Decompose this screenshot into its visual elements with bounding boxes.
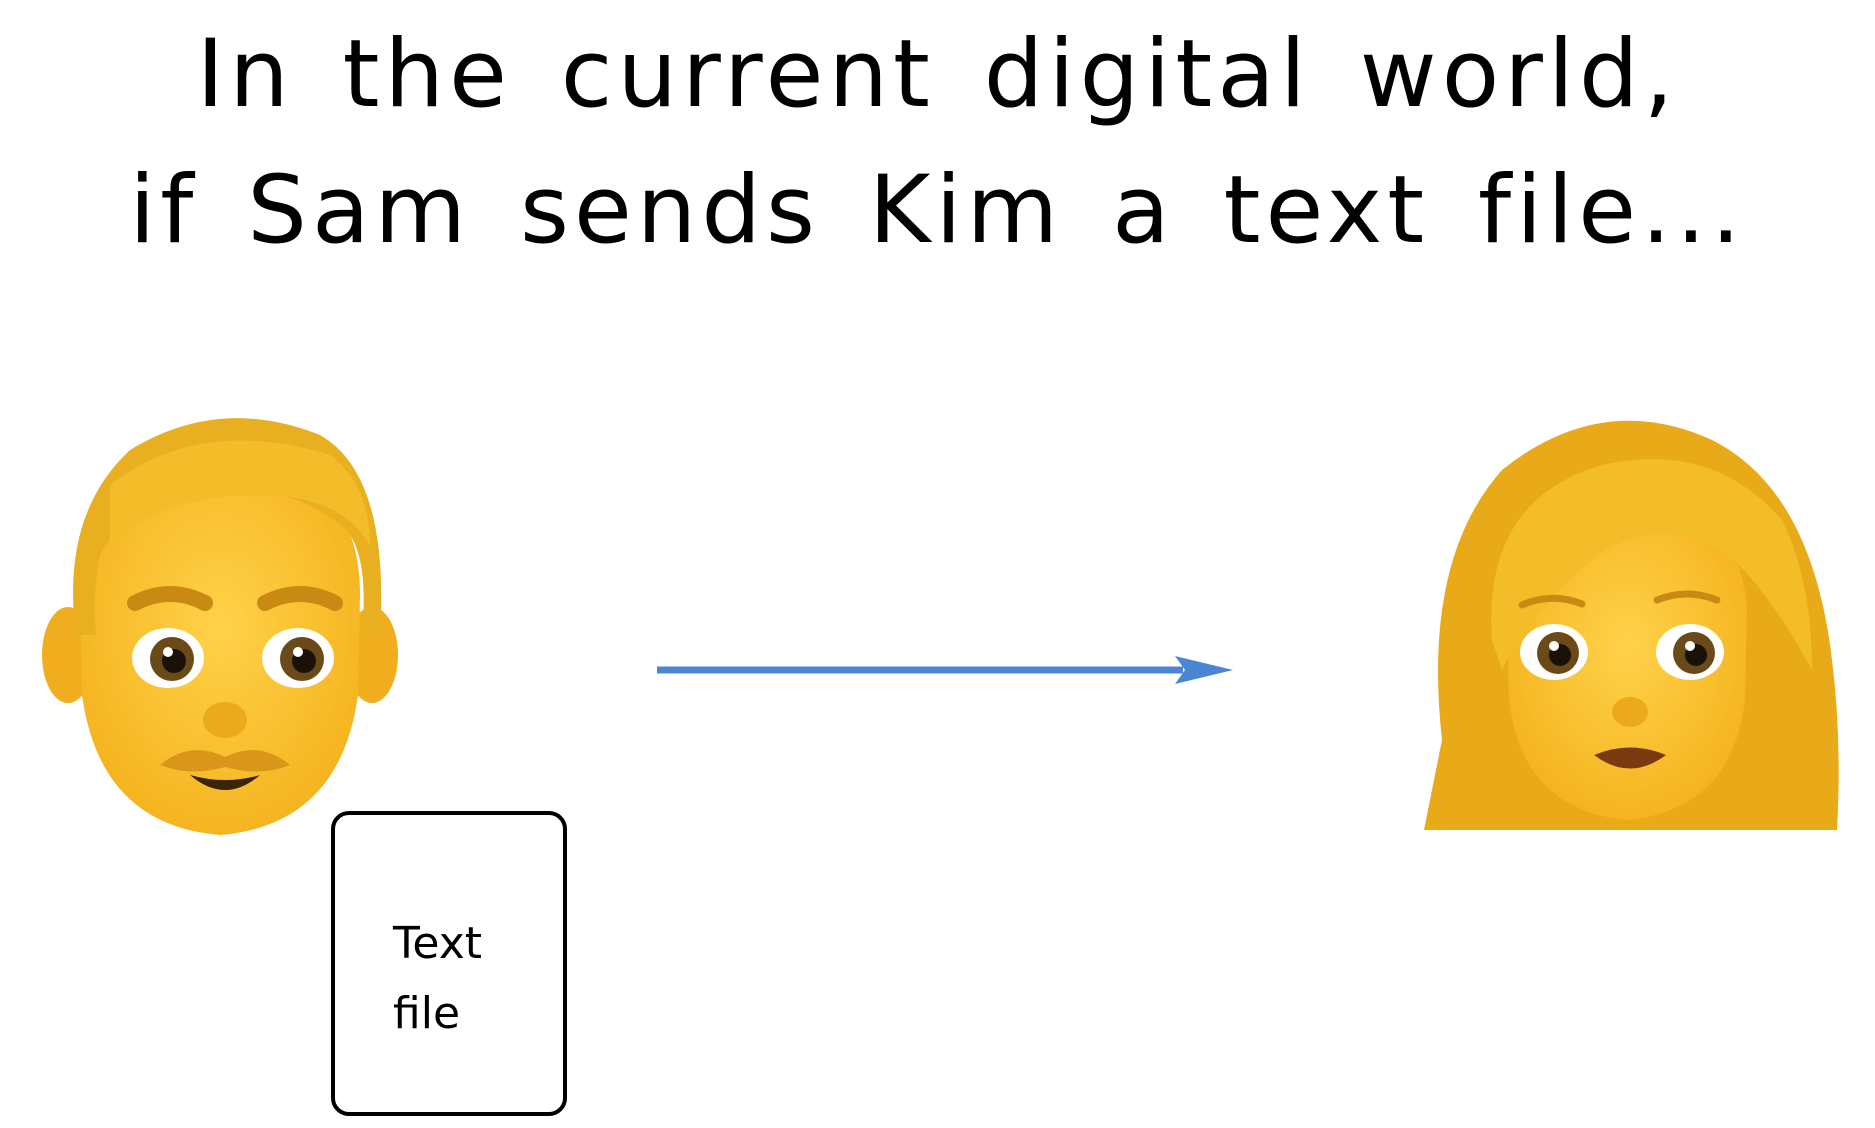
sam-man-icon	[40, 405, 400, 845]
send-arrow	[657, 656, 1233, 684]
heading-line-1: In the current digital world,	[196, 20, 1679, 129]
text-file-label: Text file	[393, 918, 482, 1039]
kim-woman-icon	[1412, 410, 1842, 840]
text-file-card: Text file	[331, 811, 567, 1116]
heading-line-2: if Sam sends Kim a text file...	[129, 156, 1746, 265]
